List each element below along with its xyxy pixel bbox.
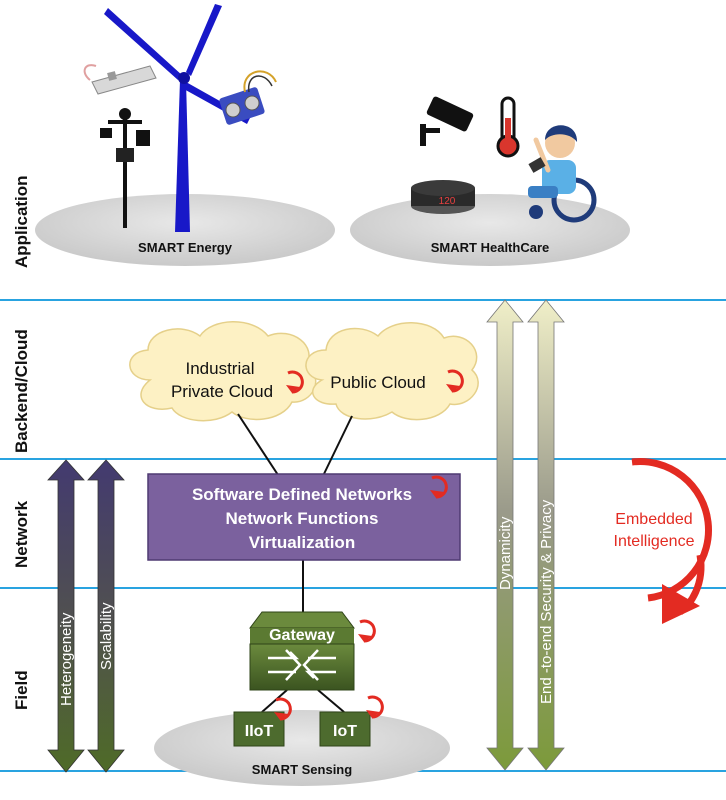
- ultrasonic-sensor-icon: [219, 70, 277, 125]
- iot-node: IoT: [319, 711, 371, 747]
- smart-sensing-platform: [154, 710, 450, 786]
- embedded-intelligence-loop: Embedded Intelligence: [614, 458, 712, 624]
- sdn-line1: Software Defined Networks: [192, 485, 412, 504]
- connection-lines: [237, 413, 353, 713]
- scalability-label: Scalability: [98, 602, 115, 670]
- loop-icon-network: [430, 475, 448, 499]
- smart-sensing-label: SMART Sensing: [252, 762, 352, 777]
- dynamicity-label: Dynamicity: [497, 516, 514, 590]
- public-cloud-label: Public Cloud: [330, 373, 425, 392]
- loop-icons: [274, 369, 464, 721]
- loop-icon-gateway: [358, 619, 376, 643]
- industrial-private-cloud: Industrial Private Cloud: [129, 321, 317, 422]
- heterogeneity-label: Heterogeneity: [58, 612, 75, 706]
- weather-station-icon: [100, 108, 150, 228]
- scalability-arrow: Scalability: [87, 459, 125, 773]
- industrial-cloud-line1: Industrial: [186, 359, 255, 378]
- smart-healthcare-label: SMART HealthCare: [431, 240, 549, 255]
- health-monitor-reading: 120: [439, 196, 456, 207]
- loop-icon-iiot: [274, 697, 292, 721]
- wheelchair-user-icon: [528, 125, 597, 223]
- sdn-line3: Virtualization: [249, 533, 355, 552]
- thermometer-icon: [496, 96, 520, 158]
- iot-label: IoT: [333, 723, 357, 740]
- iiot-node: IIoT: [233, 711, 285, 747]
- embedded-line2: Intelligence: [614, 533, 695, 550]
- smart-energy-label: SMART Energy: [138, 240, 233, 255]
- heterogeneity-arrow: Heterogeneity: [47, 459, 85, 773]
- loop-icon-industrial-cloud: [286, 370, 304, 394]
- industrial-cloud-line2: Private Cloud: [171, 382, 273, 401]
- smart-healthcare-platform: [350, 194, 630, 266]
- security-camera-icon: [420, 96, 474, 146]
- embedded-line1: Embedded: [615, 511, 692, 528]
- loop-icon-iot: [366, 695, 384, 719]
- sdn-line2: Network Functions: [225, 509, 378, 528]
- sdn-nfv-box: [147, 473, 461, 561]
- loop-icon-public-cloud: [446, 369, 464, 393]
- load-cell-sensor-icon: [83, 64, 157, 95]
- security-privacy-arrow: End -to-end Security & Privacy: [527, 299, 565, 771]
- health-monitor-icon: 120: [411, 180, 475, 214]
- public-cloud: Public Cloud: [305, 322, 479, 421]
- gateway-device: Gateway: [249, 611, 355, 691]
- iiot-label: IIoT: [245, 723, 274, 740]
- gateway-label: Gateway: [269, 627, 335, 644]
- security-privacy-label: End -to-end Security & Privacy: [538, 499, 555, 704]
- dynamicity-arrow: Dynamicity: [486, 299, 524, 771]
